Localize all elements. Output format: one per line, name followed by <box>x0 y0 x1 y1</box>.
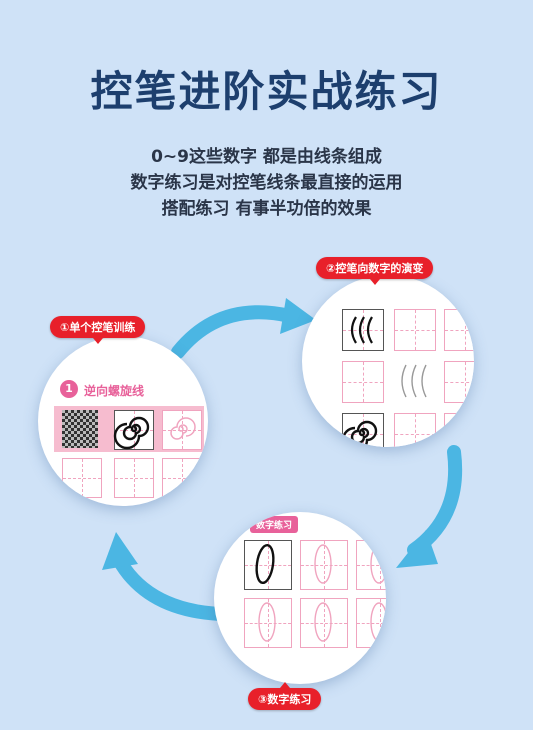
digit-zero-icon <box>255 543 275 585</box>
spiral-icon <box>341 420 378 447</box>
step3-preview-circle: 数字练习 <box>214 512 386 684</box>
grid-cell <box>342 361 384 403</box>
spiral-icon <box>113 416 150 450</box>
description-line-2: 数字练习是对控笔线条最直接的运用 <box>130 173 403 193</box>
description-line-1: 0~9这些数字 都是由线条组成 <box>151 147 382 167</box>
arc-strokes-icon <box>350 316 373 344</box>
grid-cell <box>342 309 384 351</box>
arrow-icon-step1-to-step2 <box>171 298 316 359</box>
arc-trace-icon <box>401 364 427 398</box>
page-title: 控笔进阶实战练习 <box>90 67 443 116</box>
grid-cell <box>444 361 474 403</box>
step2-preview-circle <box>302 275 474 447</box>
arrow-icon-step3-to-step1 <box>102 532 227 621</box>
step3-tag: ③数字练习 <box>248 682 322 710</box>
step1-preview-circle: 1 逆向螺旋线 <box>38 336 208 506</box>
lesson-number-badge: 1 <box>60 380 78 398</box>
step2-tag: ②控笔向数字的演变 <box>316 257 434 285</box>
arrow-icon-step2-to-step3 <box>396 445 463 568</box>
section-chip: 数字练习 <box>250 516 299 533</box>
spiral-trace-icon <box>170 417 196 440</box>
grid-cell <box>162 458 202 498</box>
grid-cell <box>244 540 292 590</box>
grid-cell <box>300 598 348 648</box>
grid-cell <box>444 413 474 447</box>
step1-tag: ①单个控笔训练 <box>50 316 146 344</box>
grid-cell <box>394 309 436 351</box>
qr-code <box>62 410 98 448</box>
grid-cell <box>114 458 154 498</box>
grid-cell <box>300 540 348 590</box>
grid-cell <box>244 598 292 648</box>
grid-cell <box>444 309 474 351</box>
description: 0~9这些数字 都是由线条组成 数字练习是对控笔线条最直接的运用 搭配练习 有事… <box>0 144 533 222</box>
grid-cell <box>394 413 436 447</box>
grid-cell <box>62 458 102 498</box>
description-line-3: 搭配练习 有事半功倍的效果 <box>161 199 372 219</box>
lesson-title: 逆向螺旋线 <box>84 384 145 398</box>
digit-zero-trace-icon <box>258 544 386 642</box>
